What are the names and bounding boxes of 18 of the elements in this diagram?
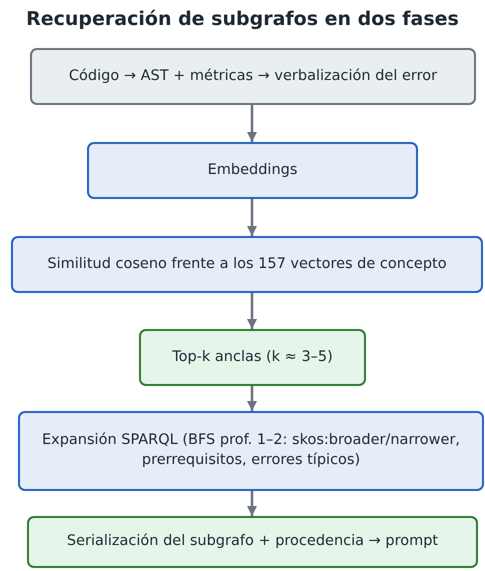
- process-box: [27, 516, 478, 568]
- process-box: [87, 142, 418, 199]
- arrow: [247, 105, 257, 142]
- arrow: [247, 386, 257, 411]
- process-box: [139, 329, 366, 386]
- box-text: Código → AST + métricas → verbalización del error: [68, 66, 438, 86]
- box-text: Similitud coseno frente a los 157 vectores de concepto: [47, 254, 447, 274]
- arrow: [247, 199, 257, 236]
- box-text: Top-k anclas (k ≈ 3–5): [172, 348, 333, 367]
- diagram-title: Recuperación de subgrafos en dos fases: [25, 8, 460, 30]
- arrow: [247, 293, 257, 329]
- box-text: Serialización del subgrafo + procedencia → prompt: [66, 532, 438, 552]
- box-text: Embeddings: [208, 160, 298, 180]
- process-box: [18, 411, 484, 491]
- process-box: [11, 236, 483, 293]
- process-box: [30, 48, 476, 105]
- arrow: [247, 491, 257, 516]
- box-text: Expansión SPARQL (BFS prof. 1–2: skos:broader/narrower, prerrequisitos, errores típicos): [40, 431, 462, 470]
